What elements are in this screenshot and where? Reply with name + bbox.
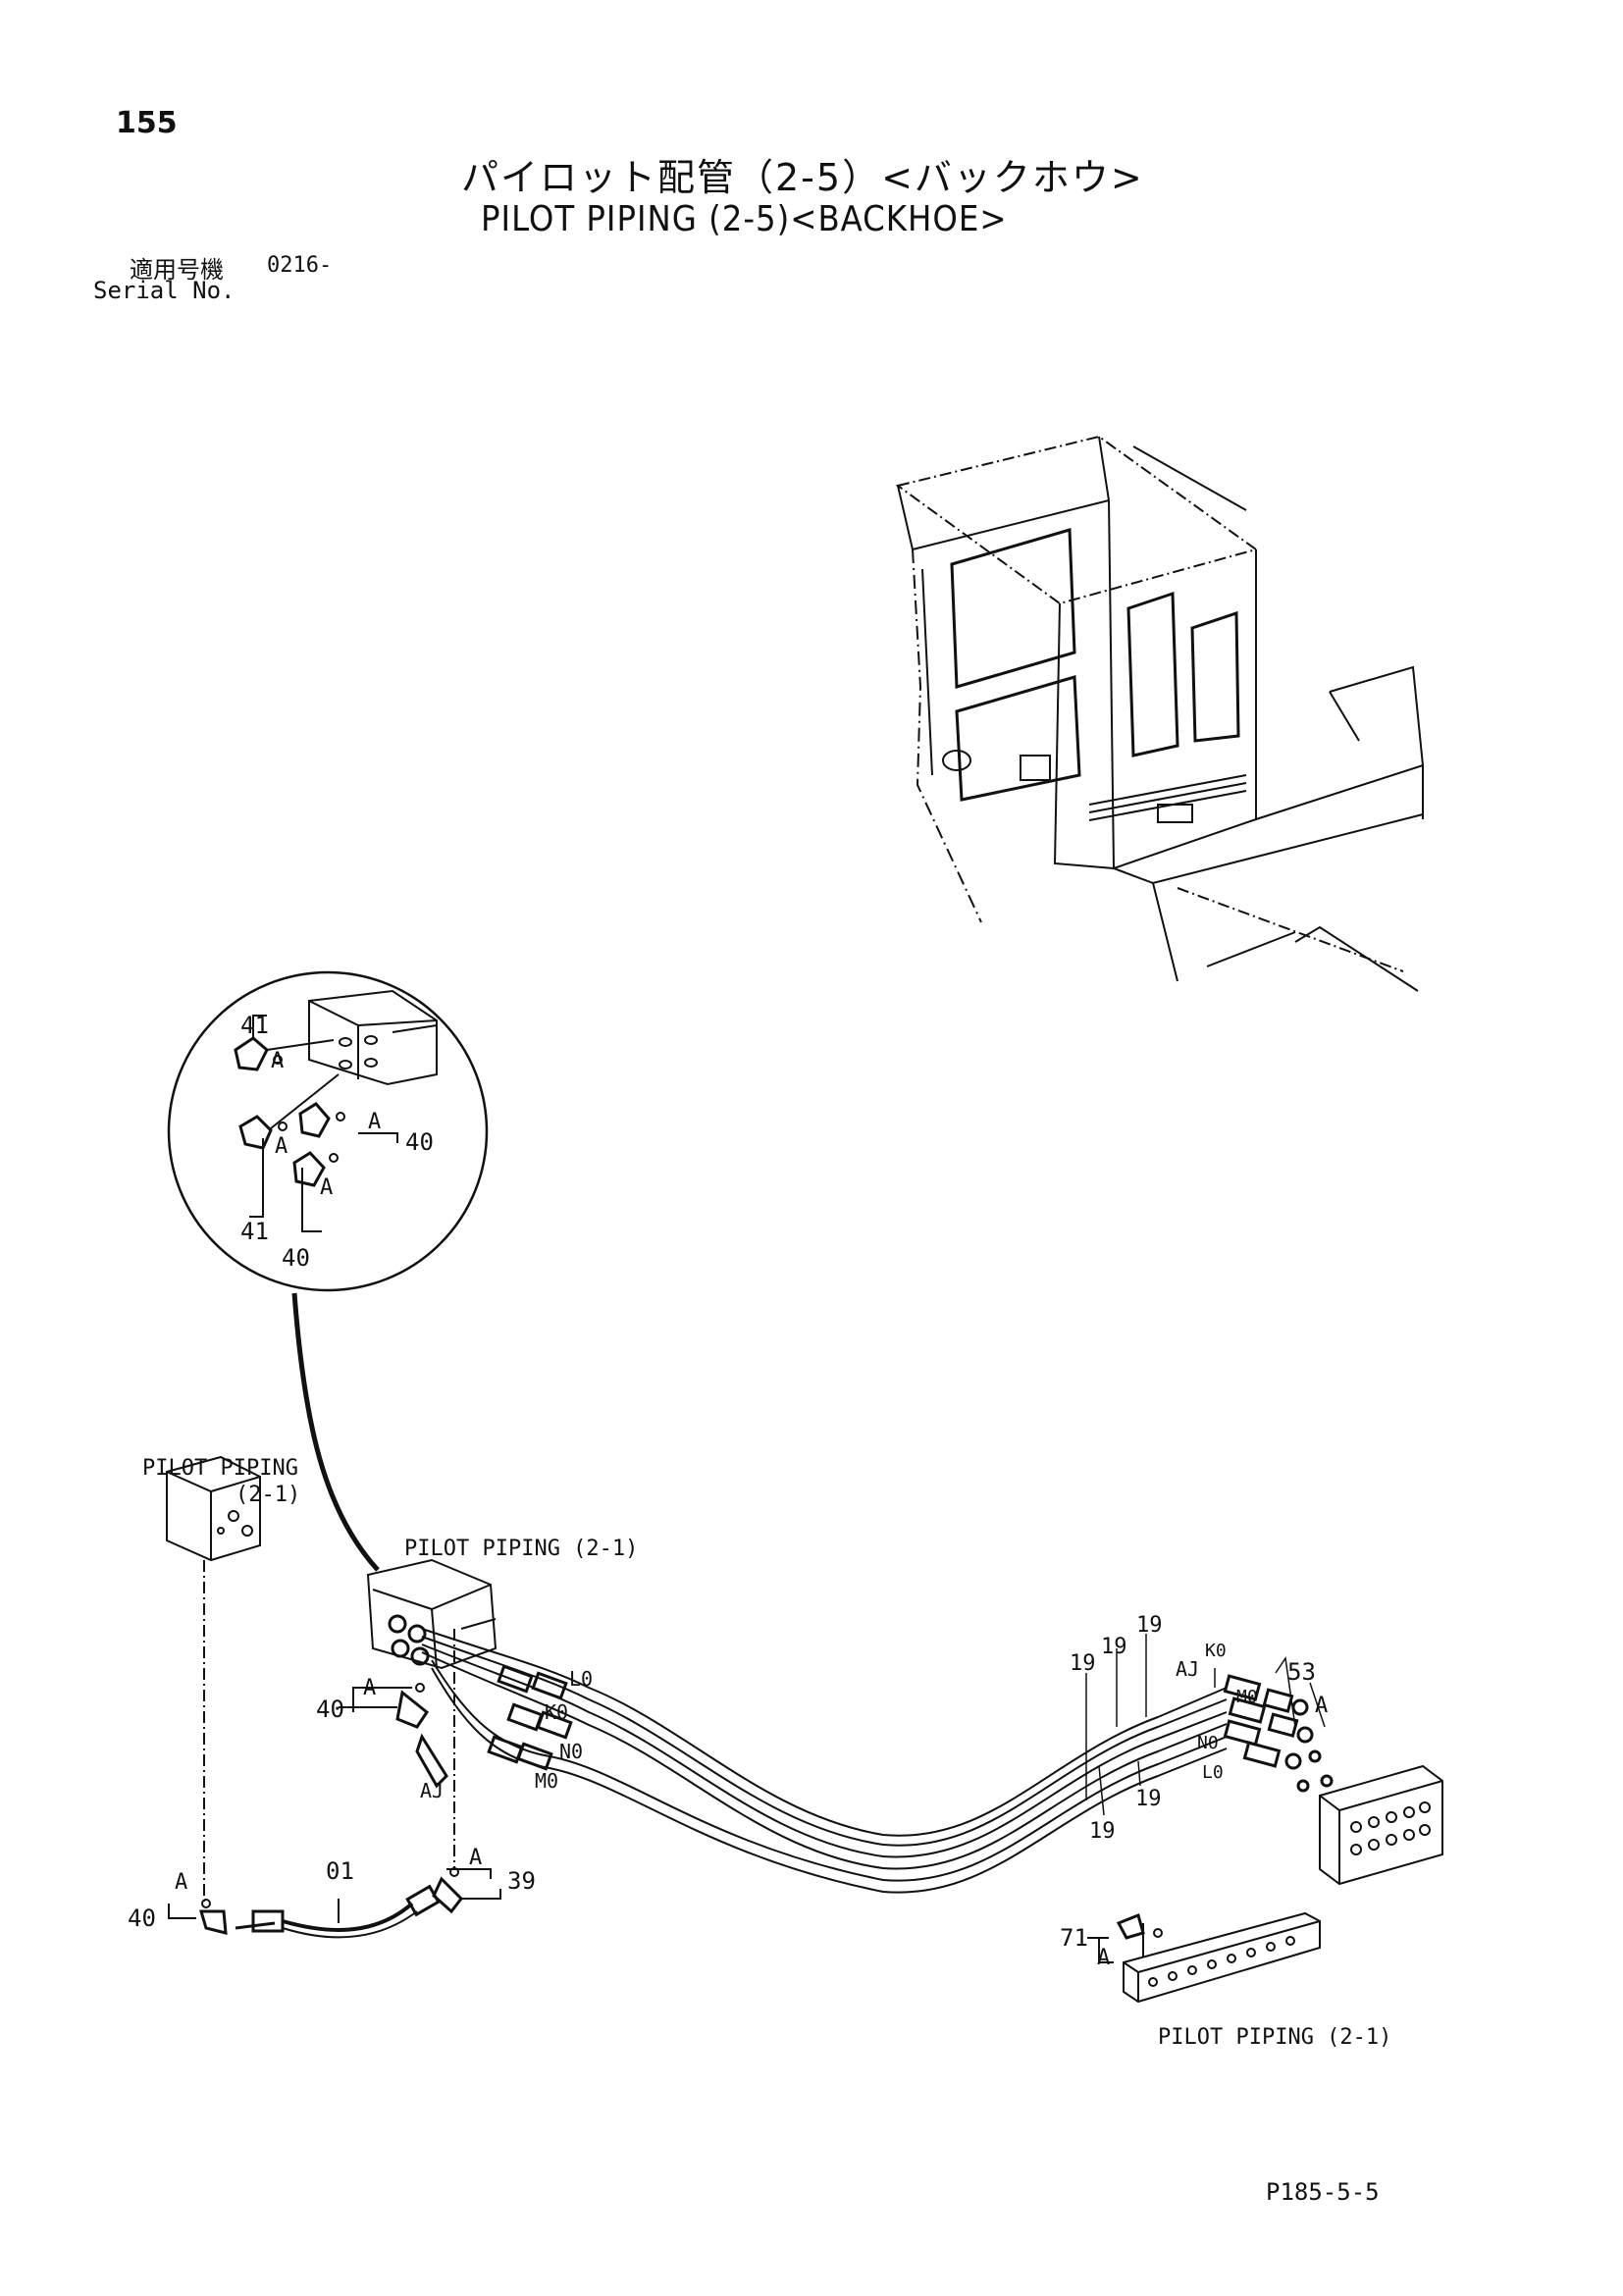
label-aj-right: AJ [1176,1657,1199,1681]
callout-19-b: 19 [1101,1635,1127,1659]
callout-40-detail-bottom: 40 [282,1244,310,1272]
serial-label-english: Serial No. [93,277,236,304]
callout-40-detail-right: 40 [405,1128,434,1156]
callout-a-detail-3: A [368,1110,381,1134]
hose-bundle [421,1628,1228,1894]
ref-pilot-bottom: PILOT PIPING (2-1) [1158,2025,1391,2050]
right-callout-leaders [1085,1634,1326,1816]
callout-41-bottom: 41 [240,1218,269,1245]
detail-pointer-line [291,1292,380,1572]
figure-code: P185-5-5 [1266,2178,1380,2206]
detail-circle [167,970,489,1292]
callout-19-d: 19 [1135,1787,1162,1811]
hose-fittings-left [487,1664,573,1771]
callout-53: 53 [1287,1658,1316,1686]
ref-pilot-left-line2: (2-1) [236,1483,300,1507]
excavator-cab-illustration [895,435,1424,992]
callout-40-left: 40 [316,1696,344,1723]
detail-leader-lines [249,1015,398,1232]
callout-19-a: 19 [1070,1651,1096,1676]
label-no-left: N0 [559,1740,583,1763]
right-manifold-block [1319,1764,1443,1886]
serial-label-japanese: 適用号機 [130,256,224,284]
label-mo-right: M0 [1236,1687,1258,1707]
label-ko-left: K0 [545,1700,568,1724]
bottom-manifold-block [1087,1911,1321,2004]
title-japanese: パイロット配管（2-5）<バックホウ> [461,156,1144,199]
label-aj-left: AJ [420,1779,444,1802]
serial-range: 0216- [267,253,333,278]
callout-40-bottom-left: 40 [128,1905,156,1932]
label-lo-left: L0 [569,1667,593,1691]
label-ko-right: K0 [1205,1641,1227,1661]
callout-a-53: A [1315,1694,1328,1718]
callout-19-c: 19 [1136,1613,1163,1638]
callout-a-71: A [1097,1946,1110,1970]
callout-a-39: A [469,1846,482,1870]
ref-pilot-center: PILOT PIPING (2-1) [404,1537,638,1561]
left-pilot-block [166,1455,261,1904]
callout-01: 01 [326,1857,354,1885]
callout-a-detail-4: A [320,1175,333,1200]
ref-pilot-left-line1: PILOT PIPING [142,1456,298,1481]
label-no-right: N0 [1197,1733,1219,1753]
page-number: 155 [116,106,178,140]
left-fittings [339,1629,461,1870]
callout-a-detail-2: A [275,1134,288,1159]
callout-39: 39 [507,1867,536,1895]
title-english: PILOT PIPING (2-5)<BACKHOE> [481,199,1008,239]
label-lo-right: L0 [1202,1762,1224,1783]
central-valve-block [366,1558,497,1670]
callout-a-detail-1: A [271,1049,284,1073]
bottom-hose-01 [168,1867,501,1939]
callout-71: 71 [1060,1924,1088,1952]
callout-a-bottom-left: A [175,1870,187,1895]
label-mo-left: M0 [535,1769,558,1793]
callout-a-left: A [363,1676,376,1700]
hose-fittings-right [1223,1674,1334,1793]
callout-19-e: 19 [1089,1819,1116,1844]
